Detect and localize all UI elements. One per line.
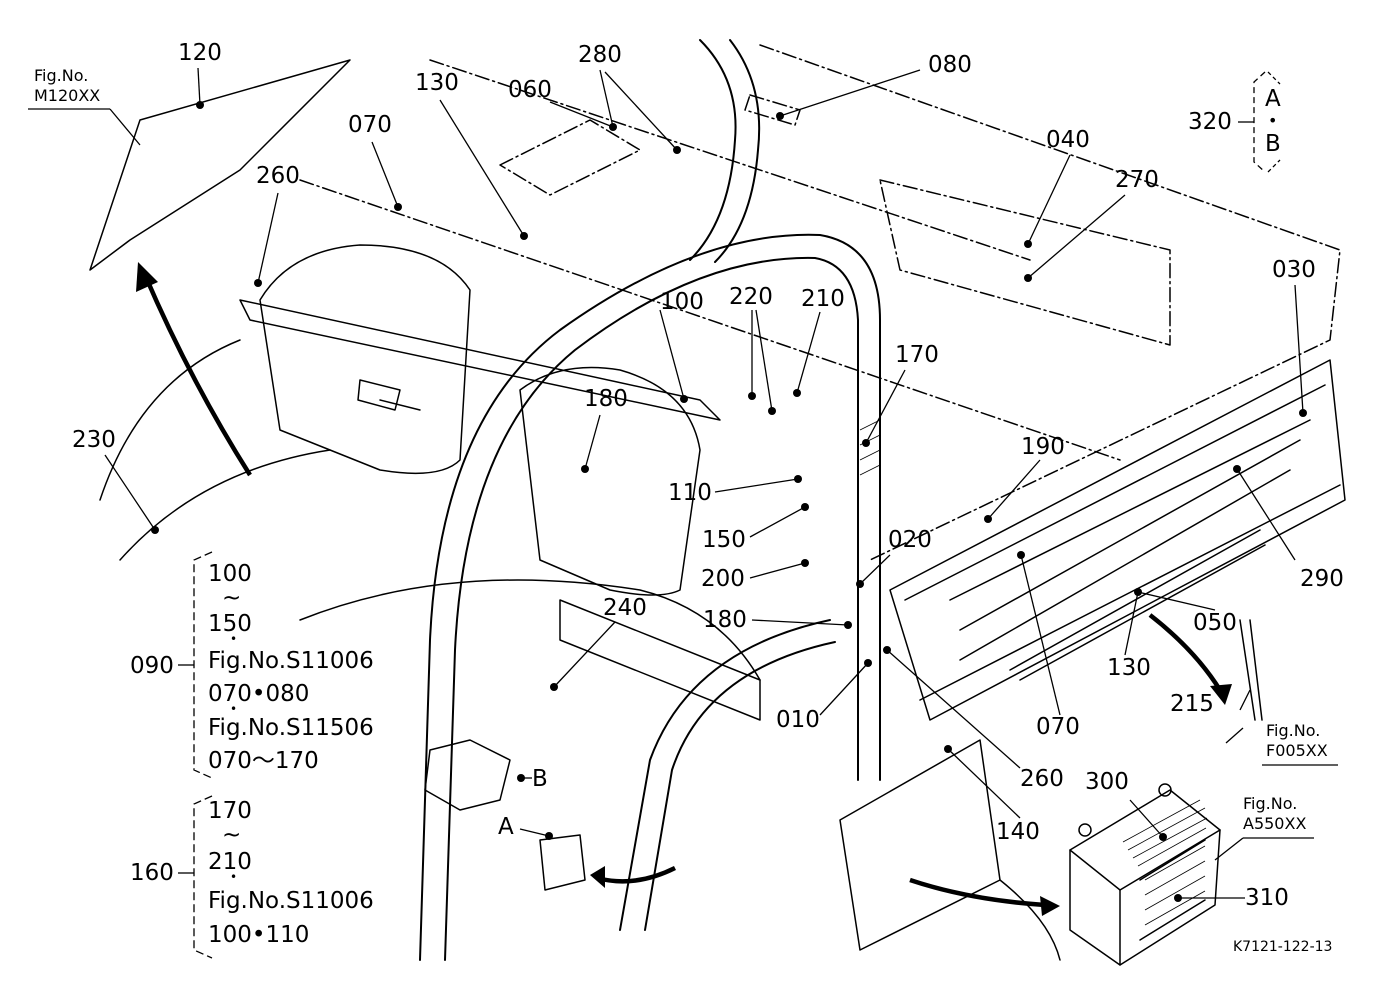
battery — [1069, 783, 1221, 966]
seats — [259, 244, 701, 596]
relays — [424, 739, 586, 891]
connector-b-label: B — [532, 766, 548, 792]
callout-140: 140 — [996, 819, 1040, 845]
group-090-row: Fig.No.S11006 — [208, 648, 374, 674]
group-160-row: 210 — [208, 849, 252, 875]
fig-ref-f005-line2: F005XX — [1266, 741, 1328, 760]
group-090-row: 070～170 — [208, 748, 319, 774]
group-090-row: 070•080 — [208, 681, 310, 707]
group-160-row: 100•110 — [208, 922, 310, 948]
callout-215: 215 — [1170, 691, 1214, 717]
fig-ref-m120-line2: M120XX — [34, 86, 101, 105]
group-160-row: Fig.No.S11006 — [208, 888, 374, 914]
arrows — [142, 274, 1222, 908]
marker-dots — [151, 101, 1307, 902]
group-090-row: ~ — [222, 585, 242, 611]
callout-230: 230 — [72, 427, 116, 453]
callout-300: 300 — [1085, 769, 1129, 795]
callout-080: 080 — [928, 52, 972, 78]
cargo-bed — [299, 44, 1341, 561]
group-090-row: • — [230, 702, 238, 716]
connector-a-label: A — [498, 814, 514, 840]
callout-200: 200 — [701, 566, 745, 592]
callout-240: 240 — [603, 595, 647, 621]
callout-070-bottom: 070 — [1036, 714, 1080, 740]
arrow-heads — [136, 262, 1232, 916]
group-090-row: • — [230, 632, 238, 646]
decal-hatching — [859, 419, 1208, 926]
callout-110: 110 — [668, 480, 712, 506]
callout-050: 050 — [1193, 610, 1237, 636]
variant-b: B — [1265, 131, 1281, 157]
leader-lines — [104, 67, 1304, 899]
fig-ref-a550-line2: A550XX — [1243, 814, 1307, 833]
roll-bar — [419, 39, 881, 961]
fig-ref-a550-line1: Fig.No. — [1243, 794, 1298, 813]
callout-190: 190 — [1021, 434, 1065, 460]
callout-260-bottom: 260 — [1020, 766, 1064, 792]
group-brackets — [178, 551, 213, 959]
callout-180-bottom: 180 — [703, 607, 747, 633]
callout-060: 060 — [508, 77, 552, 103]
callout-130-bottom: 130 — [1107, 655, 1151, 681]
callout-270: 270 — [1115, 167, 1159, 193]
group-090-row: 100 — [208, 561, 252, 587]
fig-ref-m120-line1: Fig.No. — [34, 66, 89, 85]
group-090-row: 150 — [208, 611, 252, 637]
callout-260-top: 260 — [256, 163, 300, 189]
group-160-row: • — [230, 870, 238, 884]
callout-290: 290 — [1300, 566, 1344, 592]
callout-070-top: 070 — [348, 112, 392, 138]
struts — [1009, 529, 1266, 721]
group-090-key: 090 — [130, 653, 174, 679]
fig-ref-f005: Fig.No. F005XX — [1266, 721, 1328, 761]
fig-ref-a550: Fig.No. A550XX — [1243, 794, 1306, 834]
callout-120: 120 — [178, 40, 222, 66]
fig-ref-f005-line1: Fig.No. — [1266, 721, 1321, 740]
fig-underlines — [28, 108, 1338, 861]
callout-040: 040 — [1046, 127, 1090, 153]
callout-280: 280 — [578, 42, 622, 68]
bracket-320 — [1238, 71, 1281, 173]
drawing-code: K7121-122-13 — [1233, 939, 1333, 955]
fig-ref-m120: Fig.No. M120XX — [34, 66, 100, 106]
callout-010: 010 — [776, 707, 820, 733]
callout-220: 220 — [729, 284, 773, 310]
callout-020: 020 — [888, 527, 932, 553]
body-panels — [89, 59, 1061, 961]
callout-130-top: 130 — [415, 70, 459, 96]
variant-dot: • — [1268, 111, 1278, 130]
callout-180-top: 180 — [584, 386, 628, 412]
group-160-row: ~ — [222, 822, 242, 848]
variant-a: A — [1265, 86, 1281, 112]
callout-030: 030 — [1272, 257, 1316, 283]
callout-150: 150 — [702, 527, 746, 553]
group-160-row: 170 — [208, 798, 252, 824]
callout-310: 310 — [1245, 885, 1289, 911]
group-160-key: 160 — [130, 860, 174, 886]
group-090-row: Fig.No.S11506 — [208, 715, 374, 741]
callout-210: 210 — [801, 286, 845, 312]
callout-100: 100 — [660, 289, 704, 315]
callout-320: 320 — [1188, 109, 1232, 135]
callout-170: 170 — [895, 342, 939, 368]
